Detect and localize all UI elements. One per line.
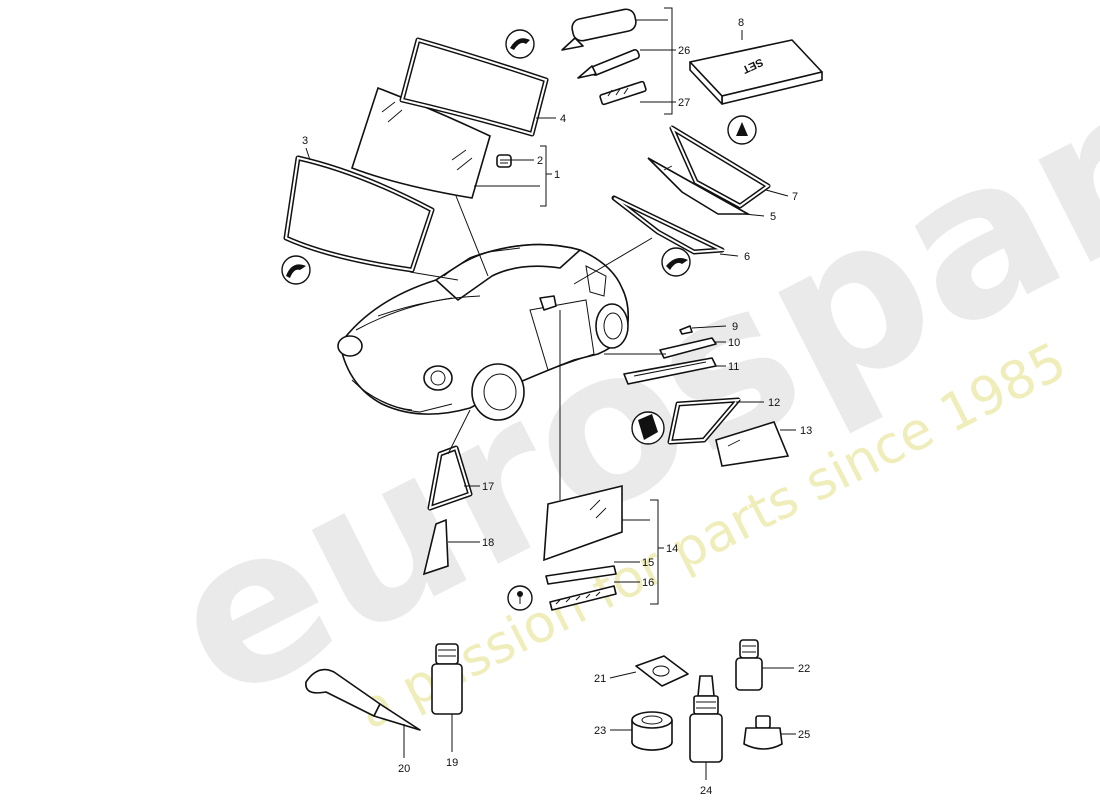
callout-24: 24 [700,785,712,797]
callout-5: 5 [770,211,776,223]
callout-12: 12 [768,397,780,409]
callout-8: 8 [738,17,744,29]
callout-26: 26 [678,45,690,57]
installation-set-box: SET [689,39,823,105]
callout-7: 7 [792,191,798,203]
rear-window-seal [669,125,771,209]
callout-13: 13 [800,425,812,437]
watermark-brand: eurospares [134,0,1100,749]
callout-10: 10 [728,337,740,349]
windscreen-outer-seal [283,155,435,273]
callout-19: 19 [446,757,458,769]
window-channel-lower [549,585,617,611]
cartridge-nozzle [577,49,640,79]
callout-17: 17 [482,481,494,493]
sealing-strip-upper [659,337,717,359]
cleaner-bottle [689,675,723,763]
callout-9: 9 [732,321,738,333]
vent-window-seal [427,445,473,511]
clip-part [496,154,512,168]
callout-11: 11 [728,361,739,373]
badge-windscreen-outer [281,255,311,285]
callout-20: 20 [398,763,410,775]
window-channel-upper [545,565,617,585]
adhesive-tube [305,668,421,758]
badge-door-glass [507,585,533,611]
callout-3: 3 [302,135,308,147]
callout-23: 23 [594,725,606,737]
callout-6: 6 [744,251,750,263]
callout-15: 15 [642,557,654,569]
callout-27: 27 [678,97,690,109]
badge-windscreen-inner [505,29,535,59]
windscreen-inner-seal [399,37,549,137]
vent-window-glass [422,518,449,576]
rear-window-outer-seal [611,195,726,255]
callout-4: 4 [560,113,566,125]
adhesive-tape-roll [631,711,673,751]
callout-22: 22 [798,663,810,675]
activator-bottle [735,639,763,691]
callout-16: 16 [642,577,654,589]
callout-numbers: 1 2 3 4 5 6 7 8 9 10 11 12 13 14 15 16 1… [302,17,812,797]
callout-21: 21 [594,673,606,685]
badge-rear-side [661,247,691,277]
callout-25: 25 [798,729,810,741]
adhesive-cartridge [561,8,637,51]
quarter-window-seal [667,397,741,445]
small-cap-bottle [743,715,783,750]
car-body [337,243,630,421]
callout-18: 18 [482,537,494,549]
cleaning-pad [635,655,689,687]
primer-bottle [431,643,463,715]
leader-lines [409,7,796,780]
quarter-window-glass [715,421,790,467]
callout-14: 14 [666,543,678,555]
screw-part [679,325,693,335]
badge-rear-window [727,115,757,145]
badge-quarter-window [631,411,665,445]
callout-2: 2 [537,155,543,167]
rear-window-glass [647,157,752,215]
door-window-glass [543,484,623,562]
applicator-nozzle [599,80,647,106]
callout-1: 1 [554,169,560,181]
